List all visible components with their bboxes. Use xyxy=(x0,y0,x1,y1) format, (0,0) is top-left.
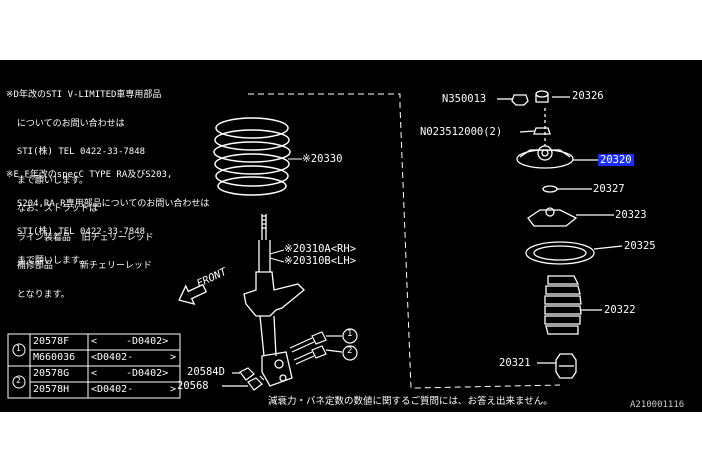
callout-number-2: 2 xyxy=(347,346,353,356)
table-cell-part[interactable]: 20578G xyxy=(33,368,70,379)
table-cell-range: < xyxy=(91,368,98,379)
front-arrow xyxy=(178,283,208,306)
footer-note: 減衰力・バネ定数の数値に関するご質問には、お答え出来ません。 xyxy=(268,396,553,407)
table-cell-range: <D0402- xyxy=(91,384,134,395)
callout-circle-1 xyxy=(342,328,358,344)
table-cell-range: -D0402> xyxy=(126,336,169,347)
table-cell-part[interactable]: 20578F xyxy=(33,336,70,347)
part-label-20310b[interactable]: ※20310B<LH> xyxy=(284,255,357,267)
part-label-20310a[interactable]: ※20310A<RH> xyxy=(284,243,357,255)
note-line: STI(株) TEL 0422-33-7848 xyxy=(6,147,146,157)
part-label-20568[interactable]: 20568 xyxy=(177,380,209,392)
table-group-number: 1 xyxy=(16,344,21,353)
coil-spring xyxy=(213,117,291,196)
note-line: についてのお問い合わせは xyxy=(6,118,125,129)
highlighted-part[interactable]: 20320 xyxy=(598,154,634,166)
diagram-id: A210001116 xyxy=(630,400,685,410)
strut-mount-parts xyxy=(497,90,623,379)
part-label-20326[interactable]: 20326 xyxy=(572,90,604,102)
note-line: 補修部品 新チェリーレッド xyxy=(6,261,152,271)
part-label-20320[interactable]: 20320 xyxy=(598,154,634,166)
table-cell-range: -D0402> xyxy=(126,368,169,379)
part-label-20327[interactable]: 20327 xyxy=(593,183,625,195)
bolts xyxy=(289,328,358,365)
callout-number-1: 1 xyxy=(347,329,353,339)
part-table-grid xyxy=(7,333,181,399)
note-specc: ※E,F年改のspecC TYPE RA及びS203, S204,RA-R専用部… xyxy=(6,152,209,276)
table-group-number: 2 xyxy=(16,376,21,385)
note-v-limited: ※D年改のSTI V-LIMITED車専用部品 についてのお問い合わせは STI… xyxy=(6,72,161,310)
strut-body xyxy=(243,271,305,387)
strut-rod xyxy=(258,214,271,272)
note-line: S204,RA-R専用部品についてのお問い合わせは xyxy=(6,198,210,209)
note-line: となります。 xyxy=(6,289,70,300)
part-label-20322[interactable]: 20322 xyxy=(604,304,636,316)
table-cell-range: > xyxy=(170,352,177,363)
part-label-n023512000[interactable]: N023512000(2) xyxy=(420,126,503,138)
part-label-20321[interactable]: 20321 xyxy=(499,357,531,369)
table-cell-range: > xyxy=(170,384,177,395)
part-label-n350013[interactable]: N350013 xyxy=(442,93,487,105)
part-label-20323[interactable]: 20323 xyxy=(615,209,647,221)
note-line: まで願いします。 xyxy=(6,175,88,186)
note-line: ライン装着品 旧チェリーレッド xyxy=(6,232,154,243)
callout-circle-2 xyxy=(342,345,358,361)
diagram-panel xyxy=(0,60,702,412)
table-cell-part[interactable]: M660036 xyxy=(33,352,76,363)
table-cell-range: < xyxy=(91,336,98,347)
part-label-20325[interactable]: 20325 xyxy=(624,240,656,252)
note-line: まで願いします。 xyxy=(6,255,88,266)
part-label-20330[interactable]: ※20330 xyxy=(302,153,343,165)
note-line: ※E,F年改のspecC TYPE RA及びS203, xyxy=(6,170,173,180)
part-label-20584d[interactable]: 20584D xyxy=(187,366,225,378)
nuts xyxy=(222,367,265,391)
left-leaders xyxy=(269,158,302,263)
table-cell-part[interactable]: 20578H xyxy=(33,384,70,395)
table-cell-range: <D0402- xyxy=(91,352,134,363)
note-line: ※D年改のSTI V-LIMITED車専用部品 xyxy=(6,90,162,100)
note-line: STI(株) TEL 0422-33-7848 xyxy=(6,227,146,237)
note-line: なお、ストラットは xyxy=(6,204,98,214)
